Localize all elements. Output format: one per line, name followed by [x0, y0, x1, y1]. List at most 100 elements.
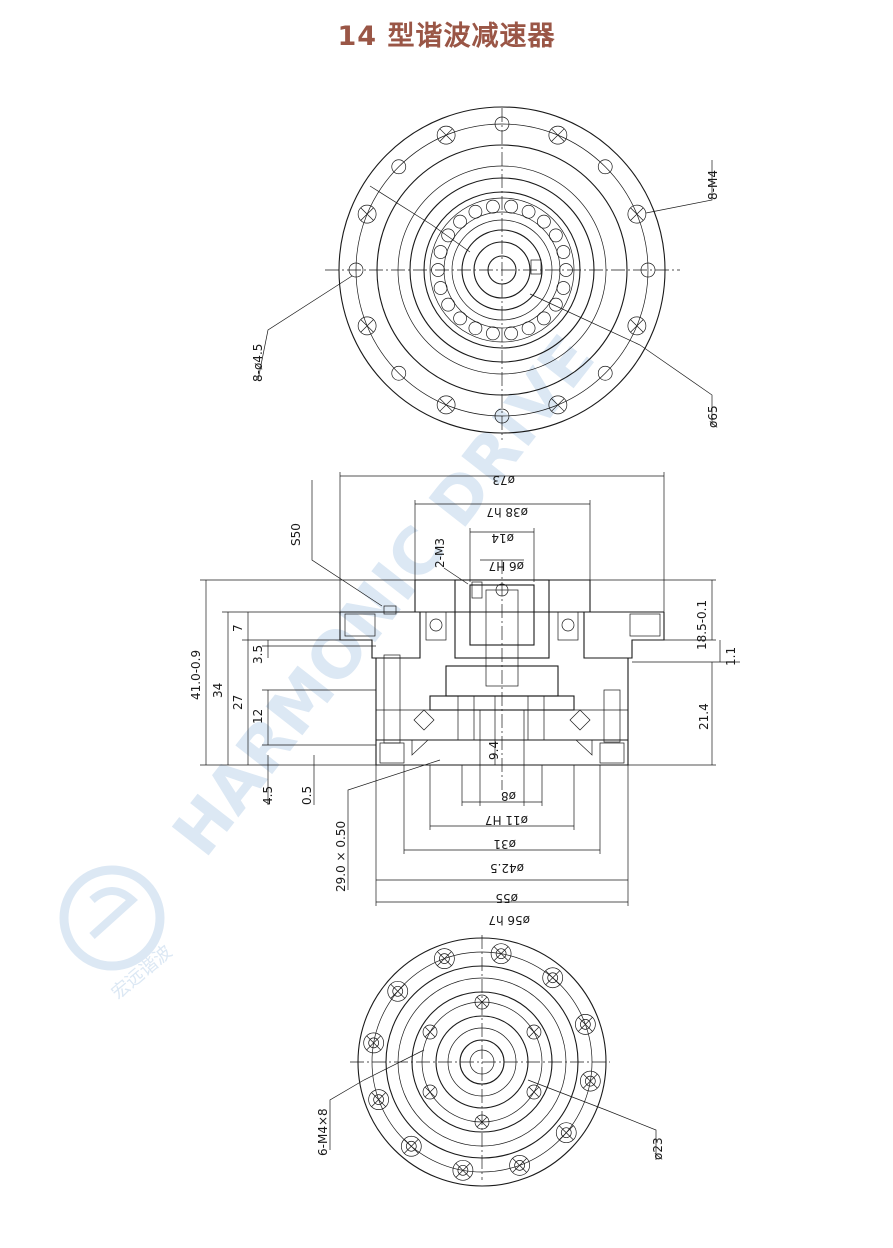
threaded-hole — [597, 159, 613, 175]
bearing-ball — [453, 214, 467, 229]
threaded-hole — [640, 262, 656, 278]
label-d65: ø65 — [706, 405, 720, 428]
label-6-m4x8: 6-M4×8 — [316, 1108, 330, 1156]
bearing-ball — [559, 263, 573, 277]
label-9-4: 9.4 — [487, 741, 501, 760]
label-1-1: 1.1 — [724, 647, 738, 666]
threaded-hole-cross — [528, 1086, 540, 1098]
bolt-hole-inner — [584, 1075, 596, 1087]
bolt-hole-inner — [392, 985, 404, 997]
mounting-hole-cross — [551, 398, 565, 412]
mounting-hole-cross — [360, 319, 374, 333]
bolt-hole-inner — [547, 972, 559, 984]
label-d38-h7: ø38 h7 — [486, 505, 528, 519]
bearing-ball — [521, 204, 536, 219]
mounting-hole-cross — [439, 398, 453, 412]
bearing-ball — [486, 199, 500, 214]
bolt-hole — [575, 1014, 596, 1035]
label-d8: ø8 — [501, 789, 516, 803]
bearing-ball — [556, 281, 571, 295]
threaded-hole — [494, 408, 510, 424]
threaded-hole — [348, 262, 364, 278]
bolt-hole-inner — [580, 1019, 591, 1030]
bolt-hole — [542, 967, 564, 989]
bolt-hole — [490, 943, 512, 965]
mounting-hole-cross — [551, 128, 565, 142]
bolt-hole-inner — [373, 1094, 384, 1105]
bolt-hole-inner — [457, 1164, 469, 1176]
label-8-m4: 8-M4 — [706, 170, 720, 200]
bearing-ball — [537, 214, 551, 229]
label-d55: ø55 — [495, 891, 518, 905]
threaded-hole — [597, 365, 613, 381]
mounting-hole — [548, 395, 568, 415]
bearing-ball — [556, 245, 571, 259]
bolt-hole — [509, 1155, 530, 1176]
bolt-hole — [555, 1122, 577, 1144]
bolt-hole-inner — [405, 1140, 417, 1152]
mounting-hole — [357, 204, 377, 224]
threaded-hole-cross — [476, 996, 488, 1008]
threaded-hole — [494, 116, 510, 132]
bolt-hole-cross — [390, 984, 405, 999]
bolt-hole — [579, 1070, 601, 1092]
label-41: 41.0-0.9 — [189, 650, 203, 700]
bolt-hole-inner — [439, 953, 450, 964]
mounting-holes — [357, 125, 647, 415]
threaded-hole — [474, 994, 490, 1010]
label-2-m3: 2-M3 — [433, 538, 447, 568]
bolt-hole — [363, 1032, 385, 1054]
mounting-hole-cross — [360, 207, 374, 221]
mounting-hole — [627, 316, 647, 336]
label-21-4: 21.4 — [697, 703, 711, 730]
threaded-hole-cross — [528, 1026, 540, 1038]
top-view: 8-M4 8-ø4.5 ø65 — [251, 106, 720, 440]
bolt-hole-cross — [512, 1158, 527, 1173]
label-0-5: 0.5 — [300, 786, 314, 805]
bearing-ball — [504, 326, 518, 341]
bolt-hole — [434, 948, 455, 969]
mounting-hole — [436, 395, 456, 415]
bearing-balls — [431, 199, 573, 341]
threaded-hole-cross — [424, 1026, 436, 1038]
label-d11-h7: ø11 H7 — [485, 813, 528, 827]
label-29-x-0-50: 29.0 × 0.50 — [334, 821, 348, 892]
threaded-holes — [422, 994, 542, 1130]
label-d31: ø31 — [493, 837, 516, 851]
bolt-hole-cross — [371, 1092, 386, 1107]
bolt-hole — [387, 980, 409, 1002]
bolt-hole-cross — [583, 1073, 598, 1089]
threaded-hole — [422, 1024, 438, 1040]
bolt-hole-cross — [366, 1035, 381, 1051]
label-12: 12 — [251, 709, 265, 724]
watermark-logo: 宏远谐波 — [59, 865, 176, 1004]
bearing-ball — [441, 228, 456, 243]
page-title: 14 型谐波减速器 — [337, 21, 556, 52]
bearing-ball — [453, 311, 467, 326]
label-4-5: 4.5 — [261, 786, 275, 805]
bolt-hole — [368, 1089, 389, 1110]
bearing-ball — [521, 321, 536, 336]
threaded-hole-cross — [476, 1116, 488, 1128]
bolt-hole-cross — [437, 951, 452, 966]
bearing-ball — [504, 199, 518, 214]
bolt-hole — [452, 1159, 474, 1181]
threaded-hole-cross — [424, 1086, 436, 1098]
threaded-hole — [391, 365, 407, 381]
bearing-ball — [548, 228, 563, 243]
bolt-hole-cross — [559, 1125, 574, 1140]
bolt-hole-cross — [404, 1139, 419, 1154]
bearing-ball — [433, 281, 448, 295]
bearing-ball — [486, 326, 500, 341]
label-d73: ø73 — [492, 473, 515, 487]
label-3-5: 3.5 — [251, 645, 265, 664]
threaded-hole — [526, 1084, 542, 1100]
label-18-5: 18.5-0.1 — [695, 600, 709, 650]
bolt-hole-cross — [455, 1163, 471, 1178]
threaded-hole — [422, 1084, 438, 1100]
label-8-d4-5: 8-ø4.5 — [251, 344, 265, 382]
bolt-holes — [363, 943, 601, 1181]
bolt-hole-inner — [560, 1127, 572, 1139]
label-7: 7 — [231, 624, 245, 632]
